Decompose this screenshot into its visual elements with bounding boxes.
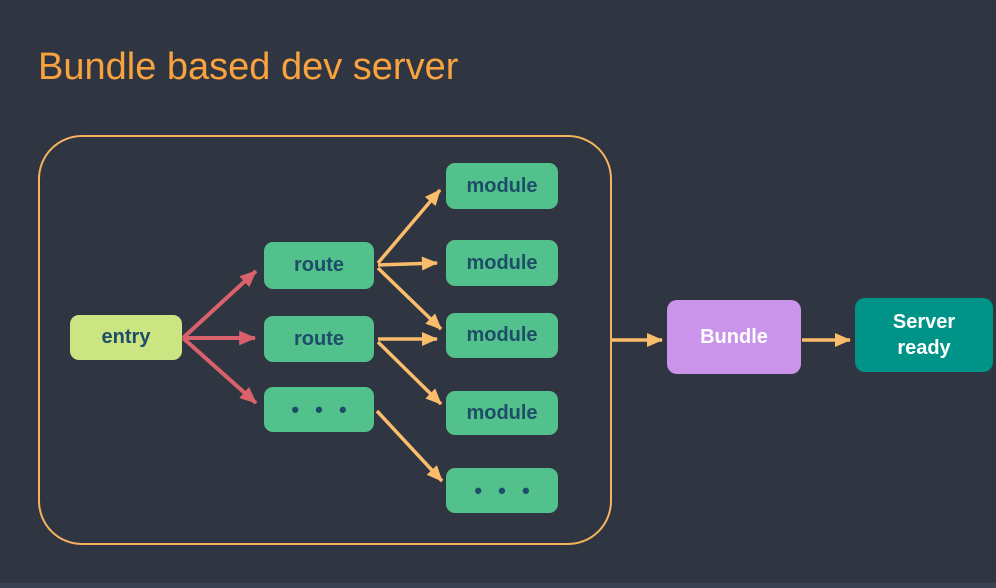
route-node-1-label: route	[294, 254, 344, 276]
module-node-3: module	[446, 313, 558, 358]
module-node-ellipsis: • • •	[446, 468, 558, 513]
module-node-2: module	[446, 240, 558, 286]
route-node-2: route	[264, 316, 374, 362]
entry-node-label: entry	[101, 326, 151, 348]
page-title: Bundle based dev server	[38, 46, 459, 88]
bundle-node-label: Bundle	[700, 325, 768, 348]
module-node-1: module	[446, 163, 558, 209]
route-node-ellipsis-label: • • •	[291, 396, 352, 422]
server-ready-line1: Server	[892, 311, 956, 333]
entry-node: entry	[70, 315, 182, 360]
module-node-3-label: module	[466, 324, 538, 346]
dev-server-container-outline	[38, 135, 612, 545]
window-bottom-edge	[0, 583, 996, 588]
module-node-4: module	[446, 391, 558, 435]
module-node-4-label: module	[466, 401, 538, 424]
module-node-2-label: module	[466, 251, 538, 274]
server-ready-line2: ready	[897, 337, 951, 359]
route-node-2-label: route	[294, 327, 344, 350]
route-node-ellipsis: • • •	[264, 387, 374, 432]
server-ready-node: Server ready	[855, 298, 993, 372]
bundle-node: Bundle	[667, 300, 801, 374]
module-node-1-label: module	[466, 174, 538, 197]
module-node-ellipsis-label: • • •	[474, 477, 535, 503]
route-node-1: route	[264, 242, 374, 289]
